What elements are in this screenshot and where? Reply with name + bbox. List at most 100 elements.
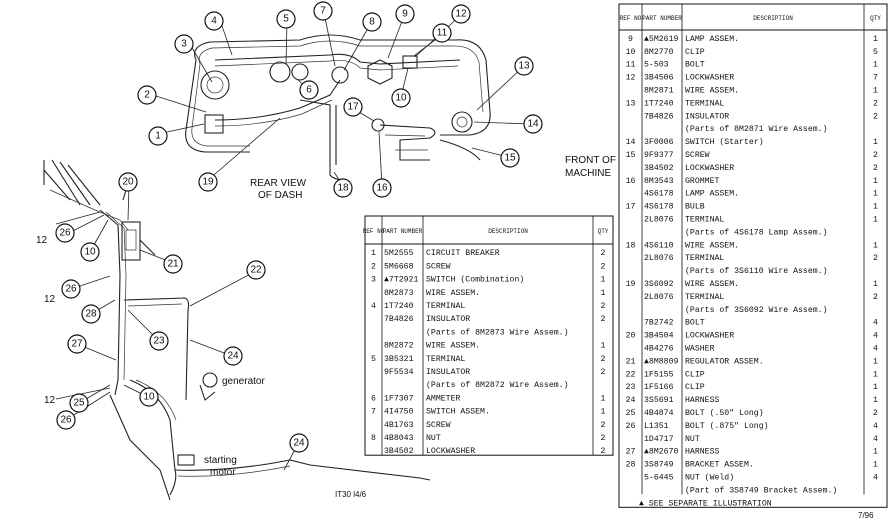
cell-qty: 5 — [873, 48, 878, 57]
motor-label: motor — [210, 467, 236, 478]
svg-text:3: 3 — [181, 39, 187, 50]
cell-ref: 17 — [626, 203, 636, 212]
cell-ref: 13 — [626, 99, 636, 108]
cell-qty: 2 — [601, 355, 606, 364]
callout-12-dash: 12 — [451, 4, 471, 24]
svg-text:10: 10 — [84, 247, 96, 258]
cell-part: 5-503 — [644, 61, 669, 70]
cell-ref: 6 — [371, 394, 376, 403]
cell-desc: NUT — [426, 434, 441, 443]
cell-part: 9F9377 — [644, 151, 674, 160]
cell-desc: INSULATOR — [426, 315, 470, 324]
dash-rear-view-drawing — [185, 34, 491, 181]
cell-desc: BRACKET ASSEM. — [685, 461, 754, 470]
cell-desc: TERMINAL — [685, 293, 724, 302]
cell-qty: 1 — [873, 383, 878, 392]
header-part: PART NUMBER — [642, 15, 682, 22]
table-row: (Part of 3S8749 Bracket Assem.) — [685, 485, 837, 495]
cell-qty: 2 — [601, 249, 606, 258]
cell-ref: 27 — [626, 448, 636, 457]
cell-ref: 21 — [626, 357, 636, 366]
cell-ref: 26 — [626, 422, 636, 431]
cell-part: 8M2770 — [644, 48, 674, 57]
cell-desc: LOCKWASHER — [426, 447, 475, 456]
svg-text:17: 17 — [347, 102, 359, 113]
svg-text:26: 26 — [65, 284, 77, 295]
table-row: 21 ▲8M8809 REGULATOR ASSEM. 1 — [626, 357, 878, 366]
cell-desc: SWITCH (Combination) — [426, 275, 524, 285]
table-row: (Parts of 3S6110 Wire Assem.) — [685, 266, 828, 276]
footnote: ▲ SEE SEPARATE ILLUSTRATION — [639, 499, 772, 508]
cell-part: 9F5534 — [384, 368, 414, 377]
cell-part: 2L8076 — [644, 293, 674, 302]
svg-text:23: 23 — [153, 336, 165, 347]
cell-ref: 28 — [626, 461, 636, 470]
cell-desc: WIRE ASSEM. — [426, 342, 480, 351]
svg-text:4: 4 — [211, 16, 217, 27]
cell-qty: 1 — [873, 203, 878, 212]
cell-qty: 1 — [601, 276, 606, 285]
cell-desc: LAMP ASSEM. — [685, 190, 739, 199]
cell-part: 3S8749 — [644, 461, 674, 470]
svg-text:8: 8 — [369, 17, 375, 28]
cell-desc: CLIP — [685, 370, 705, 379]
cell-ref: 22 — [626, 370, 636, 379]
cell-qty: 2 — [873, 409, 878, 418]
callout-19: 19 — [198, 172, 218, 192]
cell-qty: 4 — [873, 332, 878, 341]
cell-ref: 18 — [626, 241, 636, 250]
callout-leaders — [55, 12, 532, 471]
callout-10-lower: 10 — [139, 387, 159, 407]
header-ref: REF NO — [620, 15, 642, 22]
cell-part: 2L8076 — [644, 254, 674, 263]
cell-desc: LOCKWASHER — [685, 332, 734, 341]
callout-14: 14 — [523, 114, 543, 134]
cell-qty: 4 — [873, 422, 878, 431]
cell-desc: WIRE ASSEM. — [426, 289, 480, 298]
callout-10-upper: 10 — [80, 242, 100, 262]
cell-part: 3B4506 — [644, 74, 674, 83]
table-row: (Parts of 4S6178 Lamp Assem.) — [685, 227, 828, 237]
cell-qty: 4 — [873, 319, 878, 328]
cell-qty: 2 — [601, 421, 606, 430]
callout-8: 8 — [362, 12, 382, 32]
header-ref: REF NO — [363, 228, 385, 235]
cell-desc: REGULATOR ASSEM. — [685, 357, 764, 366]
cell-part: 1F7307 — [384, 394, 414, 403]
cell-part: 3B4502 — [644, 164, 674, 173]
table-frame — [618, 3, 888, 508]
svg-text:16: 16 — [376, 183, 388, 194]
rear-view-label: REAR VIEW — [250, 178, 307, 189]
cell-part: 7B4826 — [384, 315, 414, 324]
cell-desc: SWITCH ASSEM. — [426, 408, 490, 417]
cell-ref: 3 — [371, 276, 376, 285]
machine-label: MACHINE — [565, 168, 611, 179]
reference-code: IT30 l4/6 — [335, 490, 367, 499]
callout-22: 22 — [246, 260, 266, 280]
cell-part: 3B5321 — [384, 355, 414, 364]
cell-qty: 1 — [873, 357, 878, 366]
svg-text:24: 24 — [227, 351, 239, 362]
cell-part: 7B4826 — [644, 112, 674, 121]
callout-16: 16 — [372, 178, 392, 198]
header-qty: QTY — [598, 228, 609, 235]
svg-text:27: 27 — [71, 339, 83, 350]
svg-text:5: 5 — [283, 14, 289, 25]
cell-part: ▲8M8809 — [644, 357, 678, 366]
svg-text:2: 2 — [144, 90, 150, 101]
cell-desc: INSULATOR — [426, 368, 470, 377]
